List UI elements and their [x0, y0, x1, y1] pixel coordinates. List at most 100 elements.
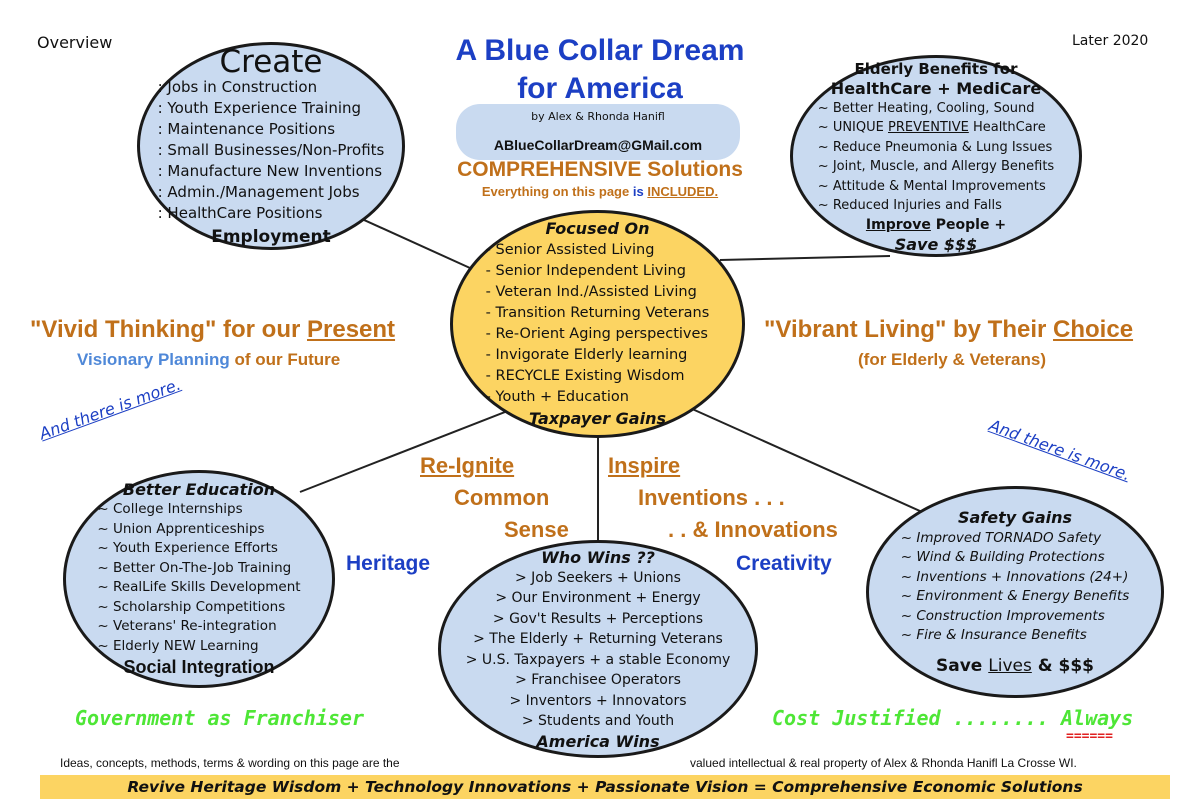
red-equals-mark: ====== [1066, 729, 1113, 744]
vibrant-prefix: "Vibrant Living" by Their [764, 316, 1047, 343]
safety-list: ~ Improved TORNADO Safety~ Wind & Buildi… [901, 529, 1129, 646]
focused-title: Focused On [545, 219, 650, 238]
elderly-save: Save $$$ [894, 234, 978, 254]
create-title: Create [219, 43, 323, 80]
creativity-label: Creativity [736, 552, 832, 575]
visionary-rest: of our Future [234, 350, 341, 369]
whowins-item: > Our Environment + Energy [495, 590, 701, 606]
whowins-item: > Gov't Results + Perceptions [492, 610, 704, 627]
heritage-label: Heritage [346, 552, 431, 575]
date-label: Later 2020 [1072, 33, 1149, 49]
focused-item: - Youth + Education [485, 389, 629, 405]
vibrant-word: Choice [1053, 316, 1134, 343]
main-title-line2: for America [517, 72, 683, 105]
included-word: INCLUDED. [647, 184, 719, 199]
included-note: Everything on this page is INCLUDED. [415, 184, 785, 199]
email-pill [456, 104, 740, 160]
whowins-item: > Franchisee Operators [515, 672, 681, 688]
education-item: ~ Veterans' Re-integration [97, 618, 277, 634]
elderly-item-unique: ~ UNIQUE PREVENTIVE HealthCare [818, 118, 1054, 138]
elderly-item: ~ Attitude & Mental Improvements [817, 178, 1046, 194]
email-link[interactable]: ABlueCollarDream@GMail.com [493, 137, 703, 153]
vivid-word: Present [307, 316, 396, 343]
education-item: ~ Scholarship Competitions [97, 598, 286, 615]
inspire-word: Inspire [608, 453, 681, 478]
safety-save-word: Lives [988, 655, 1032, 676]
unique-prefix: ~ UNIQUE [817, 120, 884, 135]
safety-item: ~ Environment & Energy Benefits [900, 588, 1130, 604]
focused-footer: Taxpayer Gains [529, 409, 666, 428]
safety-item: ~ Fire & Insurance Benefits [900, 627, 1087, 643]
main-title: A Blue Collar Dream for America [400, 32, 800, 108]
vivid-thinking: "Vivid Thinking" for our Present [30, 316, 395, 344]
education-list: ~ College Internships~ Union Apprentices… [97, 500, 300, 656]
cost-justified: Cost Justified ........ Always [772, 706, 1134, 730]
visionary-planning: Visionary Planning of our Future [77, 350, 340, 370]
safety-save-prefix: Save [936, 655, 983, 676]
improve-rest: People + [935, 216, 1007, 233]
included-is: is [632, 184, 644, 199]
connector-education [299, 409, 511, 493]
safety-item: ~ Inventions + Innovations (24+) [900, 568, 1129, 585]
elderly-title2: HealthCare + MediCare [830, 78, 1042, 98]
create-oval: Create : Jobs in Construction: Youth Exp… [137, 42, 405, 250]
focused-item: - Re-Orient Aging perspectives [485, 326, 708, 342]
education-title: Better Education [122, 480, 276, 499]
byline: by Alex & Rhonda Hanifl [531, 110, 665, 123]
visionary-blue: Visionary Planning [77, 350, 230, 369]
create-item: : Maintenance Positions [157, 119, 336, 138]
improve-word: Improve [865, 216, 931, 233]
main-title-line1: A Blue Collar Dream [455, 34, 745, 67]
inspire-line3: . . & Innovations [668, 517, 838, 542]
footnote-right: valued intellectual & real property of A… [690, 756, 1077, 770]
education-item: ~ Youth Experience Efforts [97, 540, 278, 556]
overview-label: Overview [37, 33, 113, 52]
whowins-item: > Students and Youth [521, 713, 675, 729]
education-item: ~ Better On-The-Job Training [97, 559, 292, 576]
vibrant-living: "Vibrant Living" by Their Choice [764, 316, 1133, 344]
create-item: : Small Businesses/Non-Profits [157, 140, 385, 159]
safety-save: Save Lives & $$$ [936, 654, 1094, 678]
education-item: ~ RealLife Skills Development [97, 579, 301, 595]
elderly-item: ~ Better Heating, Cooling, Sound [817, 100, 1035, 116]
reignite-word: Re-Ignite [420, 453, 515, 478]
focused-item: - RECYCLE Existing Wisdom [485, 368, 685, 384]
create-item: : HealthCare Positions [157, 203, 323, 222]
whowins-title: Who Wins ?? [541, 547, 655, 567]
focused-on-oval: Focused On - Senior Assisted Living- Sen… [450, 210, 745, 438]
education-item: ~ College Internships [97, 501, 243, 517]
safety-item: ~ Construction Improvements [900, 607, 1105, 624]
reignite-line3: Sense [504, 517, 569, 542]
whowins-item: > Inventors + Innovators [509, 692, 687, 709]
reignite-block: Re-Ignite Common Sense [420, 450, 588, 546]
elderly-item: ~ Reduce Pneumonia & Lung Issues [817, 139, 1053, 155]
improve-line: Improve People + [866, 216, 1006, 235]
create-footer: Employment [211, 226, 331, 247]
elderly-item: ~ Reduced Injuries and Falls [817, 198, 1002, 213]
focused-item: - Senior Assisted Living [485, 242, 655, 258]
safety-oval: Safety Gains ~ Improved TORNADO Safety~ … [866, 486, 1164, 698]
elderly-list: ~ Better Heating, Cooling, Sound ~ UNIQU… [818, 99, 1054, 216]
education-oval: Better Education ~ College Internships~ … [63, 470, 335, 688]
comprehensive-solutions: COMPREHENSIVE Solutions [457, 158, 743, 181]
footnote-left: Ideas, concepts, methods, terms & wordin… [60, 756, 400, 770]
education-item: ~ Elderly NEW Learning [97, 637, 259, 654]
focused-list: - Senior Assisted Living - Senior Indepen… [486, 240, 710, 408]
elderly-title1: Elderly Benefits for [854, 59, 1018, 78]
safety-title: Safety Gains [957, 507, 1073, 527]
elderly-item: ~ Joint, Muscle, and Allergy Benefits [817, 159, 1055, 174]
focused-item: - Veteran Ind./Assisted Living [485, 284, 697, 300]
create-item: : Youth Experience Training [157, 98, 362, 117]
whowins-list: > Job Seekers + Unions > Our Environment … [466, 568, 731, 732]
whowins-item: > The Elderly + Returning Veterans [473, 631, 723, 647]
for-elderly-veterans: (for Elderly & Veterans) [858, 350, 1047, 369]
unique-word: PREVENTIVE [888, 120, 969, 135]
connector-elderly [719, 255, 891, 261]
focused-item: - Senior Independent Living [485, 263, 686, 279]
focused-item: - Invigorate Elderly learning [485, 347, 688, 363]
inspire-block: Inspire Inventions . . . . . & Innovatio… [608, 450, 878, 546]
who-wins-oval: Who Wins ?? > Job Seekers + Unions > Our … [438, 540, 758, 758]
safety-item: ~ Wind & Building Protections [900, 549, 1105, 565]
whowins-item: > Job Seekers + Unions [515, 569, 681, 586]
